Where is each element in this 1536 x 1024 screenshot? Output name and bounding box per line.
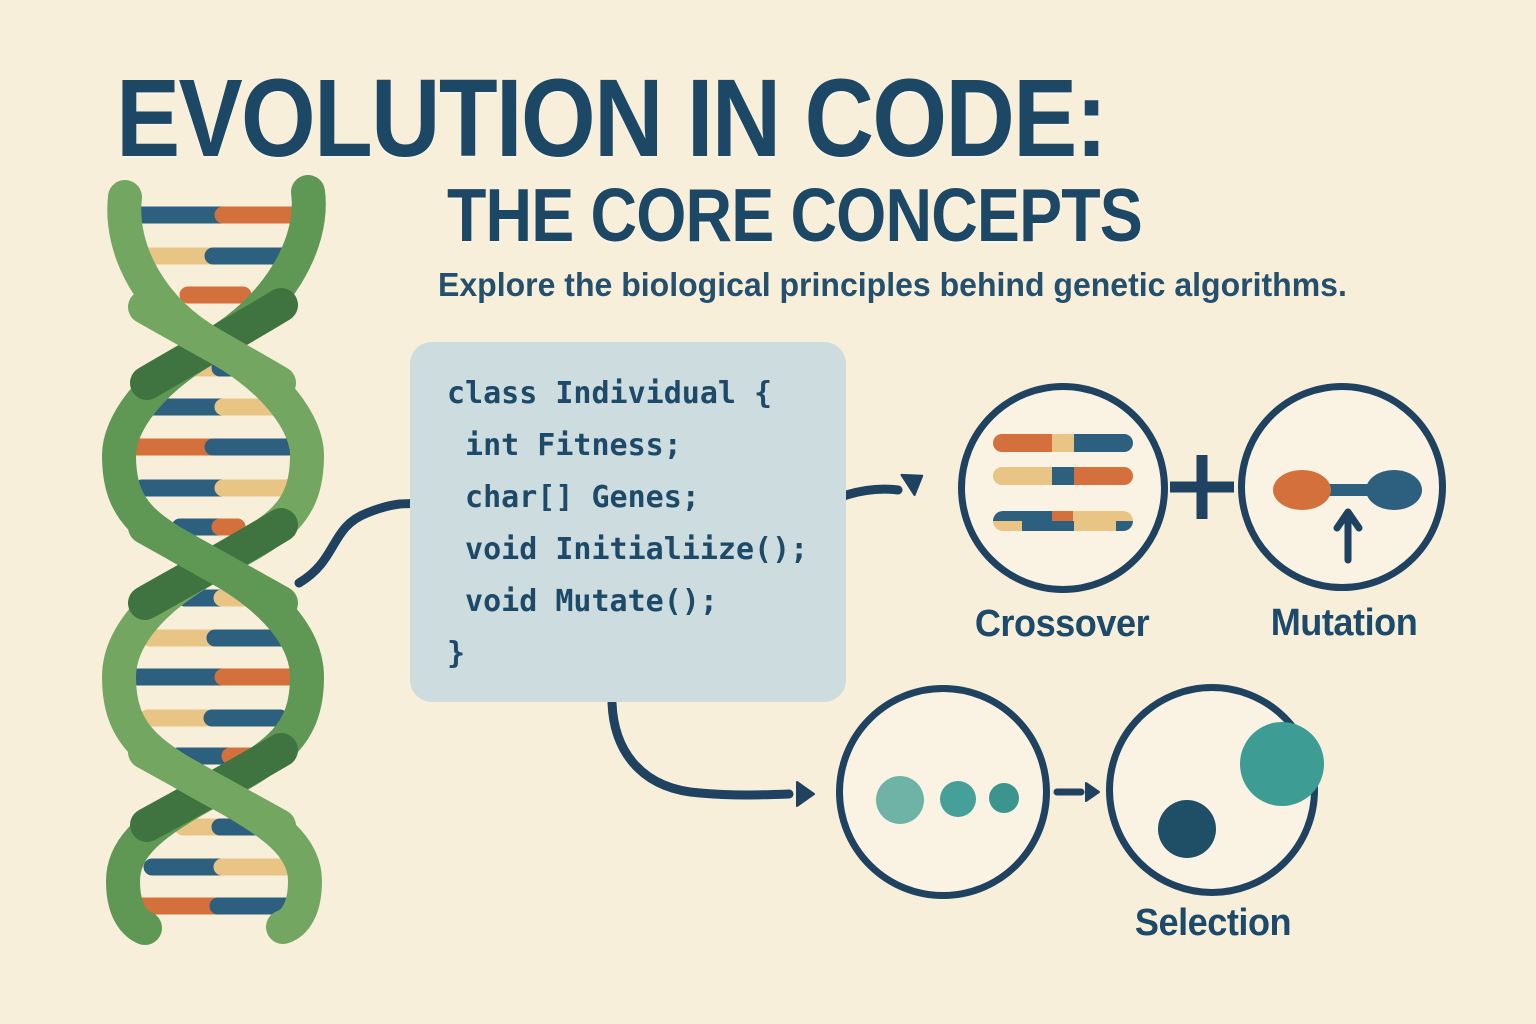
code-line: void Initialiize(); <box>447 532 809 567</box>
code-line: class Individual { <box>447 376 773 411</box>
mutation-gene-icon <box>1273 470 1422 564</box>
gene-segment <box>993 467 1052 485</box>
gene-segment <box>993 434 1052 452</box>
gene-bar <box>993 511 1133 531</box>
gene-segment <box>993 511 1052 521</box>
code-panel: class Individual { int Fitness; char[] G… <box>410 342 846 702</box>
code-line: void Mutate(); <box>447 584 718 619</box>
dna-helix-icon <box>101 175 326 945</box>
gene-bar <box>993 467 1133 485</box>
gene-segment <box>1022 521 1075 531</box>
plus-symbol-text: + <box>0 0 1 1</box>
original-gene-dot <box>1366 470 1422 510</box>
dna-strands <box>101 175 326 945</box>
gene-segment <box>1051 511 1073 521</box>
gene-segment <box>993 521 1023 531</box>
gene-segment <box>1072 511 1133 521</box>
code-line: char[] Genes; <box>447 480 700 515</box>
crossover-circle <box>958 383 1168 593</box>
mutation-up-arrow <box>1333 508 1363 564</box>
individual-dot-medium <box>940 781 976 817</box>
gene-segment <box>1074 521 1117 531</box>
gene-segment <box>1074 467 1133 485</box>
selected-dot-navy <box>1158 800 1216 858</box>
arrow-population-to-selected <box>1053 782 1100 802</box>
gene-segment <box>1074 434 1133 452</box>
code-line: } <box>447 636 466 671</box>
individual-dot-large <box>876 776 924 824</box>
selection-label: Selection <box>1134 902 1292 944</box>
individual-dot-small <box>989 783 1019 813</box>
mutation-circle <box>1238 383 1446 591</box>
population-circle <box>836 685 1050 899</box>
gene-row <box>993 521 1133 531</box>
gene-segment <box>1051 434 1075 452</box>
selection-result-circle <box>1106 684 1324 896</box>
page-subtitle: THE CORE CONCEPTS <box>447 173 1143 257</box>
selected-dot-teal <box>1240 722 1324 806</box>
gene-segment <box>1116 521 1133 531</box>
gene-segment <box>1051 467 1075 485</box>
code-line: int Fitness; <box>447 428 682 463</box>
crossover-label: Crossover <box>974 603 1150 645</box>
mutated-gene-dot <box>1273 470 1331 510</box>
tagline: Explore the biological principles behind… <box>438 266 1347 303</box>
plus-icon <box>1170 455 1234 519</box>
gene-bar <box>993 434 1133 452</box>
gene-row <box>993 511 1133 521</box>
mutation-label: Mutation <box>1270 602 1418 644</box>
page-title: EVOLUTION IN CODE: <box>116 57 1108 180</box>
arrow-code-to-selection <box>607 698 815 807</box>
